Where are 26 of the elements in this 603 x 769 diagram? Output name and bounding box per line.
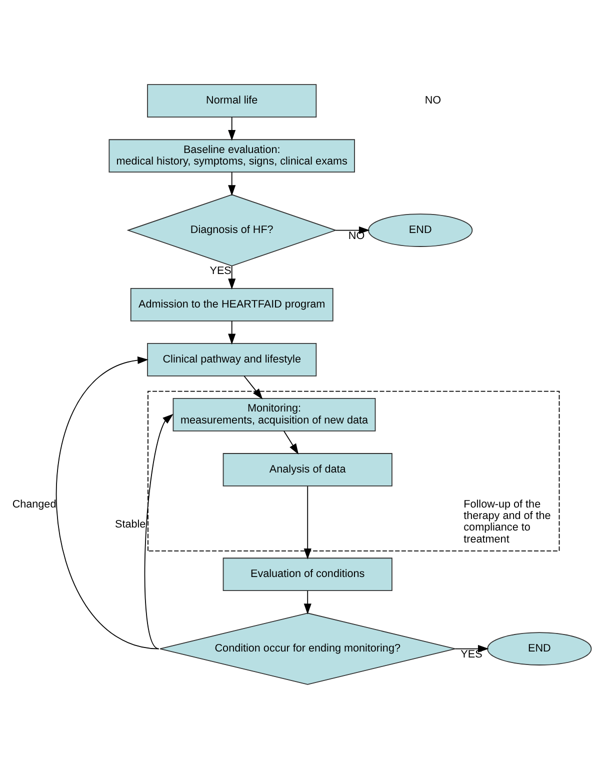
arrow — [244, 376, 263, 400]
arrow — [228, 266, 236, 290]
arrow — [228, 116, 236, 141]
arrow — [56, 356, 160, 650]
arrow — [454, 644, 489, 653]
node-box: Analysis of data — [222, 453, 392, 486]
node-box: Normal life — [147, 84, 317, 118]
edge-label: YES — [210, 264, 232, 277]
node-box: Monitoring: measurements, acquisition of new data — [172, 398, 376, 432]
edge-label: Changed — [12, 498, 56, 510]
node-box: Evaluation of conditions — [222, 558, 392, 592]
node-box: Clinical pathway and lifestyle — [147, 343, 317, 376]
node-diamond: Diagnosis of HF? — [126, 194, 337, 266]
node-diamond: Condition occur for ending monitoring? — [160, 612, 456, 685]
arrow — [304, 486, 312, 560]
node-box: Admission to the HEARTFAID program — [130, 288, 334, 322]
arrow — [283, 430, 299, 454]
node-box: Baseline evaluation: medical history, symptoms, signs, clinical exams — [108, 139, 355, 173]
node-ellipse: END — [368, 214, 473, 247]
arrow — [228, 320, 236, 345]
arrow — [304, 590, 312, 614]
node-ellipse: END — [487, 632, 592, 666]
edge-label: Stable — [114, 518, 146, 530]
arrow — [228, 172, 236, 196]
label: NO — [424, 94, 442, 107]
arrow — [144, 414, 174, 650]
